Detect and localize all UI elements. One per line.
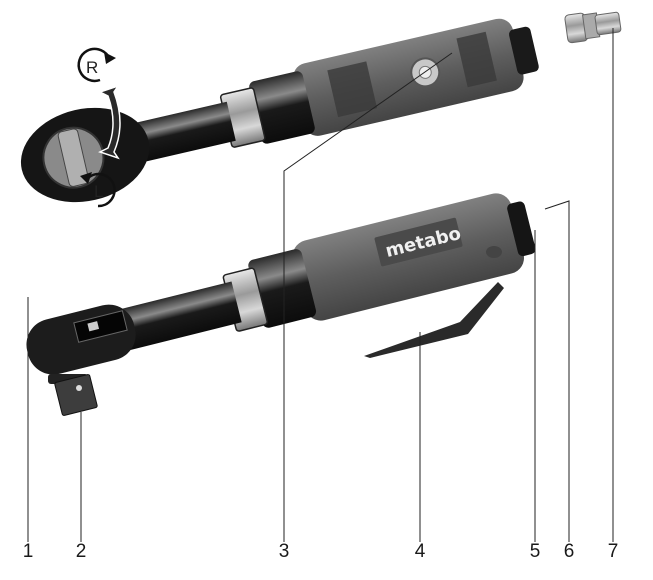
callout-line-3 [283, 52, 453, 542]
brand-plate [374, 217, 463, 267]
throttle-lever [364, 246, 504, 358]
callout-number-1: 1 [22, 541, 34, 562]
svg-text:R: R [86, 58, 98, 77]
callout-line-6 [544, 200, 570, 542]
top-collar [249, 71, 315, 144]
callout-lines [27, 28, 614, 542]
side-shaft [110, 281, 242, 353]
air-plug-nipple [564, 11, 622, 44]
callout-number-4: 4 [414, 541, 426, 562]
callout-number-2: 2 [75, 541, 87, 562]
rotate-left-icon: L [80, 172, 116, 208]
side-exhaust-cap [507, 201, 536, 257]
direction-switch-knob [57, 128, 90, 187]
rotate-right-icon: R [77, 47, 116, 83]
top-label-plate-2 [456, 31, 497, 88]
top-inlet-end [508, 26, 539, 75]
callout-number-5: 5 [529, 541, 541, 562]
switch-double-arrow-icon [98, 84, 121, 160]
svg-text:L: L [94, 182, 103, 201]
callout-number-3: 3 [278, 541, 290, 562]
callout-number-7: 7 [607, 541, 619, 562]
square-drive [48, 374, 98, 416]
top-label-plate [327, 61, 378, 118]
callout-number-6: 6 [563, 541, 575, 562]
side-view-tool: metabo [26, 193, 536, 375]
top-view-tool [20, 18, 539, 203]
